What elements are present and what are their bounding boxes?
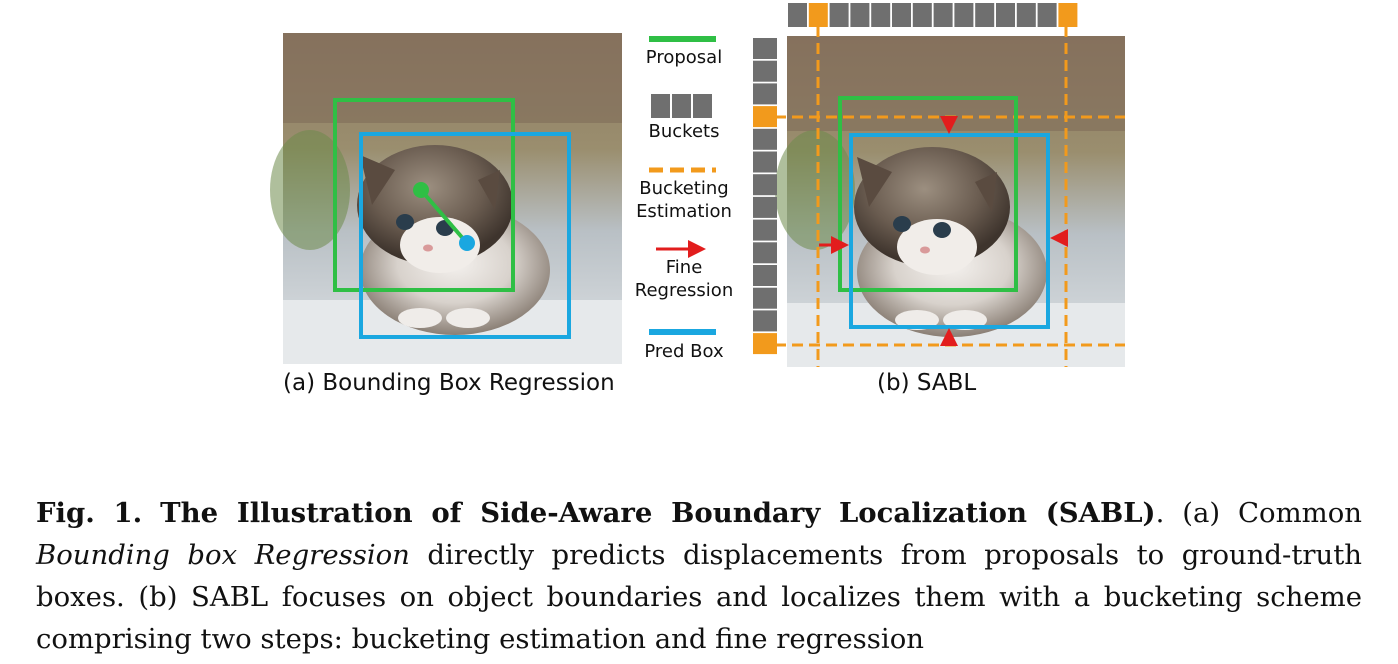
bucket-cell xyxy=(912,3,932,27)
legend-buckets-label: Buckets xyxy=(648,121,720,142)
panel-a-proposal-center xyxy=(413,182,429,198)
bucket-cell xyxy=(892,3,911,27)
caption-title: The Illustration of Side-Aware Boundary … xyxy=(160,496,1156,529)
bucket-cell xyxy=(753,151,777,173)
panel-b-label: (b) SABL xyxy=(877,370,977,396)
caption-text-2: directly predicts displacements from pro… xyxy=(36,538,1362,655)
caption-fig-number: Fig. 1. xyxy=(36,496,143,529)
bucket-cell xyxy=(753,219,777,241)
bucket-cell xyxy=(753,265,777,286)
bucket-cell xyxy=(753,196,777,218)
legend-pred-box-label: Pred Box xyxy=(644,341,724,362)
bucket-cell xyxy=(850,3,870,27)
figure-caption: Fig. 1. The Illustration of Side-Aware B… xyxy=(36,492,1362,660)
panel-a-shift-arrow xyxy=(419,188,468,244)
legend-bucketing-label-1: Bucketing xyxy=(639,178,729,199)
legend-fine-label-2: Regression xyxy=(634,280,734,301)
bucket-cell xyxy=(753,83,777,105)
bucket-cell xyxy=(753,38,777,59)
caption-emphasis: Bounding box Regression xyxy=(36,538,410,571)
panel-b-fine-arrows xyxy=(819,116,1068,346)
bucket-cell xyxy=(1037,3,1057,27)
bucket-cell xyxy=(933,3,953,27)
panel-a-pred-box xyxy=(359,132,571,339)
legend-buckets-swatch xyxy=(651,94,712,118)
caption-text-1: . (a) Common xyxy=(1155,496,1362,529)
bucket-cell xyxy=(829,3,849,27)
bucket-cell xyxy=(1058,3,1078,27)
bucket-cell xyxy=(753,174,777,196)
panel-b-left-buckets xyxy=(753,38,777,355)
panel-a-label: (a) Bounding Box Regression xyxy=(283,370,615,396)
panel-b-top-buckets xyxy=(788,3,1078,27)
bucket-cell xyxy=(954,3,974,27)
panel-a-pred-center xyxy=(459,235,475,251)
bucket-cell xyxy=(996,3,1015,27)
panel-b-proposal-box xyxy=(838,96,1018,292)
bucket-cell xyxy=(753,333,777,355)
bucket-cell xyxy=(808,3,828,27)
legend-proposal-label: Proposal xyxy=(645,47,723,68)
bucket-cell xyxy=(753,287,777,309)
legend-bucketing-label-2: Estimation xyxy=(636,201,732,222)
panel-b-pred-box xyxy=(849,133,1050,329)
bucket-cell xyxy=(753,128,777,150)
panel-b-photo xyxy=(775,36,1125,367)
figure: (a) Bounding Box Regression (b) SABL Pro… xyxy=(270,3,1125,396)
bucket-cell xyxy=(753,60,777,82)
bucket-cell xyxy=(788,3,807,27)
figure-graphic xyxy=(270,3,1125,367)
bucket-cell xyxy=(753,106,777,128)
bucket-cell xyxy=(975,3,995,27)
bucket-cell xyxy=(753,310,777,332)
panel-a-proposal-box xyxy=(333,98,515,292)
bucket-cell xyxy=(871,3,891,27)
bucket-cell xyxy=(1016,3,1036,27)
legend-fine-label-1: Fine xyxy=(665,257,703,278)
bucket-cell xyxy=(753,242,777,264)
